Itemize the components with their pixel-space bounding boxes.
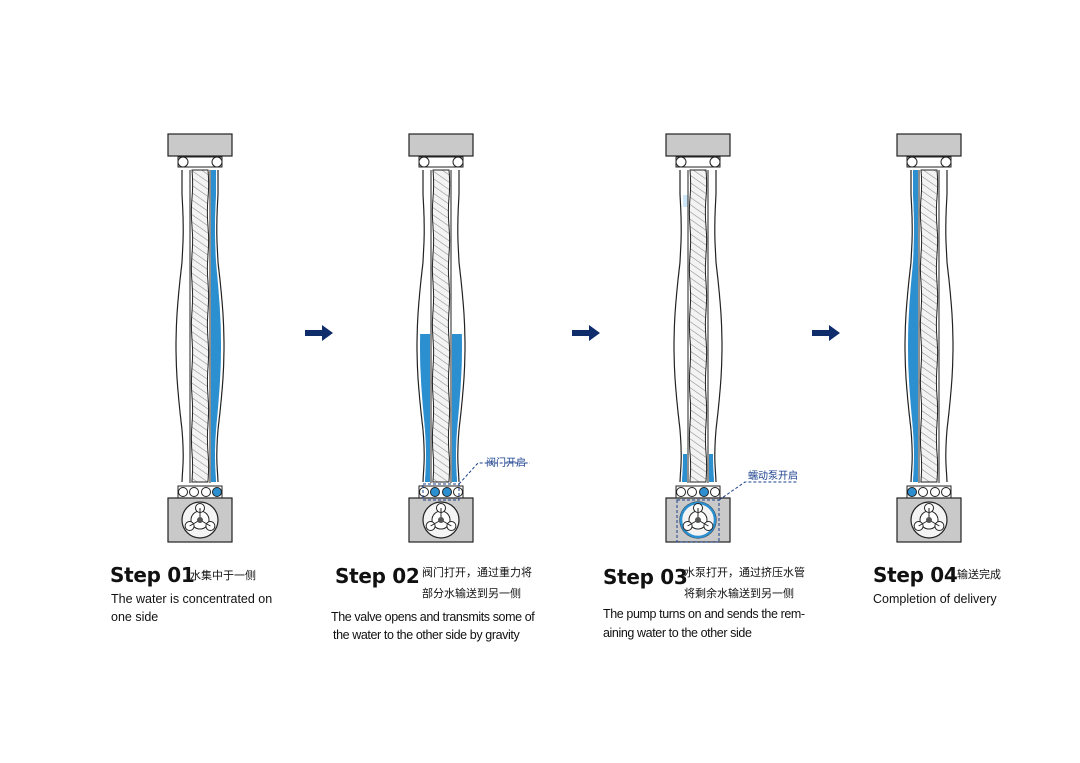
- bottom-roller: [178, 487, 188, 497]
- right-water: [211, 170, 221, 482]
- right-tube-outline: [216, 170, 225, 483]
- top-clamp: [177, 156, 223, 168]
- bottom-roller: [201, 487, 211, 497]
- top-roller: [675, 156, 687, 168]
- bottom-roller: [453, 487, 463, 497]
- top-block: [896, 133, 962, 157]
- top-block: [665, 133, 731, 157]
- step-1-cn-line-1: 水集中于一侧: [190, 569, 256, 582]
- right-arrow-icon: [812, 325, 840, 341]
- step-3-cn-line-1: 水泵打开，通过挤压水管: [684, 566, 805, 579]
- bottom-roller: [907, 487, 917, 497]
- left-tube-outline: [416, 170, 425, 483]
- twisted-core: [190, 169, 210, 483]
- bottom-roller: [687, 487, 697, 497]
- top-roller: [940, 156, 952, 168]
- column-1: [167, 133, 233, 543]
- left-water: [420, 334, 430, 482]
- twisted-core: [431, 169, 451, 483]
- bottom-roller: [212, 487, 222, 497]
- right-tube-outline: [714, 170, 723, 483]
- left-water: [682, 454, 687, 482]
- step-4-cn-line-1: 输送完成: [957, 568, 1001, 581]
- top-roller: [452, 156, 464, 168]
- residual-water: [683, 195, 688, 207]
- top-block: [167, 133, 233, 157]
- pump-callout-label: 蠕动泵开启: [748, 471, 798, 482]
- step-4-title: Step 04: [873, 563, 958, 587]
- right-water: [452, 334, 462, 482]
- step-2-cn-line-2: 部分水输送到另一侧: [422, 587, 521, 600]
- step-3-title: Step 03: [603, 565, 688, 589]
- step-2-cn-line-1: 阀门打开，通过重力将: [422, 566, 532, 579]
- valve-callout-box: [422, 483, 460, 501]
- bottom-roller: [419, 487, 429, 497]
- step-2-en-line-2: the water to the other side by gravity: [333, 628, 520, 642]
- twisted-core: [688, 169, 708, 483]
- valve-callout-label: 阀门开启: [486, 458, 526, 469]
- top-roller: [177, 156, 189, 168]
- top-roller: [906, 156, 918, 168]
- column-2: [408, 133, 474, 543]
- right-water: [709, 454, 714, 482]
- twisted-core: [919, 169, 939, 483]
- top-roller: [418, 156, 430, 168]
- bottom-roller: [189, 487, 199, 497]
- column-4: [896, 133, 962, 543]
- top-roller: [709, 156, 721, 168]
- top-roller: [211, 156, 223, 168]
- left-tube-outline: [673, 170, 682, 483]
- bottom-roller: [442, 487, 452, 497]
- right-arrow-icon: [572, 325, 600, 341]
- bottom-roller: [676, 487, 686, 497]
- top-clamp: [906, 156, 952, 168]
- step-1-en-line-1: The water is concentrated on: [111, 592, 273, 606]
- step-3-en-line-2: aining water to the other side: [603, 626, 752, 640]
- step-4-en-line-1: Completion of delivery: [873, 592, 997, 606]
- left-tube-outline: [904, 170, 913, 483]
- pump-hub: [438, 517, 444, 523]
- pump-callout-box: [676, 499, 720, 543]
- left-tube-outline: [175, 170, 184, 483]
- right-tube-outline: [945, 170, 954, 483]
- step-3-en-line-1: The pump turns on and sends the rem-: [603, 607, 805, 621]
- bottom-roller: [941, 487, 951, 497]
- pump-hub: [695, 517, 701, 523]
- top-block: [408, 133, 474, 157]
- right-tube-outline: [457, 170, 466, 483]
- bottom-roller: [710, 487, 720, 497]
- step-2-en-line-1: The valve opens and transmits some of: [331, 610, 535, 624]
- pump-callout-leader: [718, 481, 798, 501]
- bottom-roller: [699, 487, 709, 497]
- bottom-roller: [918, 487, 928, 497]
- valve-callout-leader: [458, 462, 530, 485]
- pump-hub: [197, 517, 203, 523]
- column-3: [665, 133, 731, 543]
- step-3-cn-line-2: 将剩余水输送到另一侧: [684, 587, 794, 600]
- top-clamp: [675, 156, 721, 168]
- left-water: [908, 170, 918, 482]
- top-clamp: [418, 156, 464, 168]
- step-2-title: Step 02: [335, 564, 420, 588]
- right-arrow-icon: [305, 325, 333, 341]
- bottom-roller: [930, 487, 940, 497]
- step-1-title: Step 01: [110, 563, 195, 587]
- pump-hub: [926, 517, 932, 523]
- step-1-en-line-2: one side: [111, 610, 159, 624]
- bottom-roller: [430, 487, 440, 497]
